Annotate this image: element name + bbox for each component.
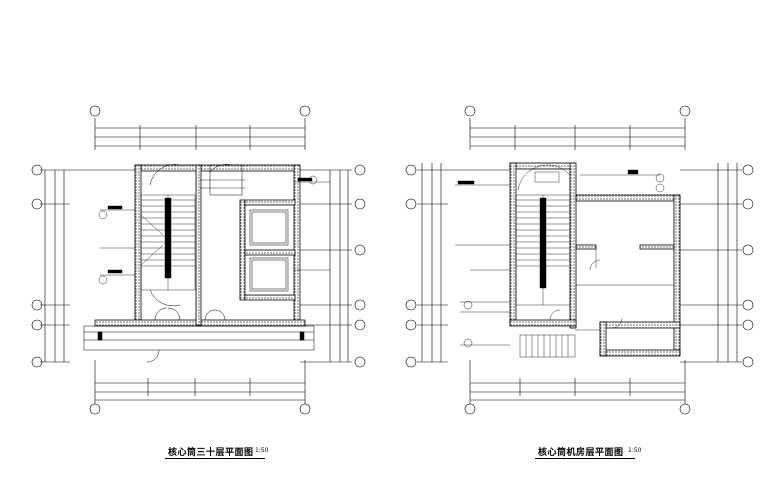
dimension-lines-bottom-right: [469, 360, 686, 404]
dimension-lines-left-right: [417, 163, 510, 363]
annotations-left: [98, 175, 330, 285]
dimension-lines-top-left: [94, 118, 306, 150]
grid-axis-right-left: [354, 164, 366, 368]
grid-axis-top-left: [89, 105, 311, 117]
stair-left: [140, 194, 196, 291]
plan-scale-right: 1:50: [628, 447, 642, 454]
grid-axis-bottom-left: [89, 403, 311, 415]
dimension-lines-bottom-left: [94, 360, 306, 404]
dimension-lines-right-left: [300, 169, 352, 363]
annotations-right: [455, 169, 665, 348]
stair-right: [515, 164, 571, 306]
door-openings-left: [83, 164, 315, 363]
dimension-lines-right-right: [680, 163, 742, 363]
grid-axis-left-left: [31, 164, 43, 368]
grid-axis-right-right: [742, 164, 754, 368]
core-walls-right: [509, 162, 681, 357]
dimension-lines-left-left: [40, 169, 135, 363]
elevator-shafts-left: [249, 209, 289, 292]
machine-room-lines-right: [549, 174, 674, 329]
plan-left-floor-30: [31, 105, 366, 415]
grid-axis-top-right: [464, 105, 691, 117]
plan-scale-left: 1:50: [255, 447, 269, 454]
dimension-lines-top-right: [469, 118, 686, 150]
lower-stair-right: [519, 334, 576, 358]
grid-axis-left-right: [405, 164, 417, 368]
plan-title-left: 核心筒三十层平面图: [168, 448, 254, 458]
plan-title-right: 核心筒机房层平面图: [538, 448, 624, 458]
plan-title-underline-left: [165, 458, 265, 459]
grid-axis-bottom-right: [464, 403, 691, 415]
core-walls-left: [94, 164, 306, 327]
plan-right-machine-room-floor: [405, 105, 754, 415]
plan-title-underline-right: [535, 458, 635, 459]
